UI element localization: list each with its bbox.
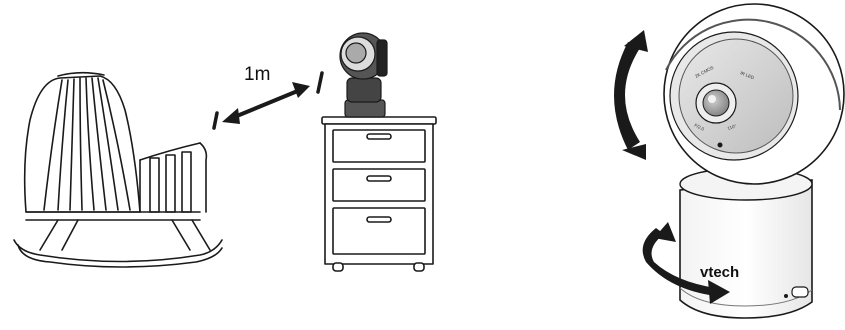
tilt-arrow-icon xyxy=(614,30,648,160)
camera-closeup: vtech 2K CMOS IR LED F/2.0 110° xyxy=(614,4,844,318)
distance-tick-left xyxy=(214,113,217,128)
dresser-illustration xyxy=(322,117,436,271)
brand-logo: vtech xyxy=(700,264,739,281)
double-arrow-icon xyxy=(222,82,310,124)
camera-on-dresser xyxy=(340,33,387,117)
cradle-illustration xyxy=(14,73,222,267)
distance-tick-right xyxy=(318,73,322,92)
distance-label: 1m xyxy=(244,64,270,85)
